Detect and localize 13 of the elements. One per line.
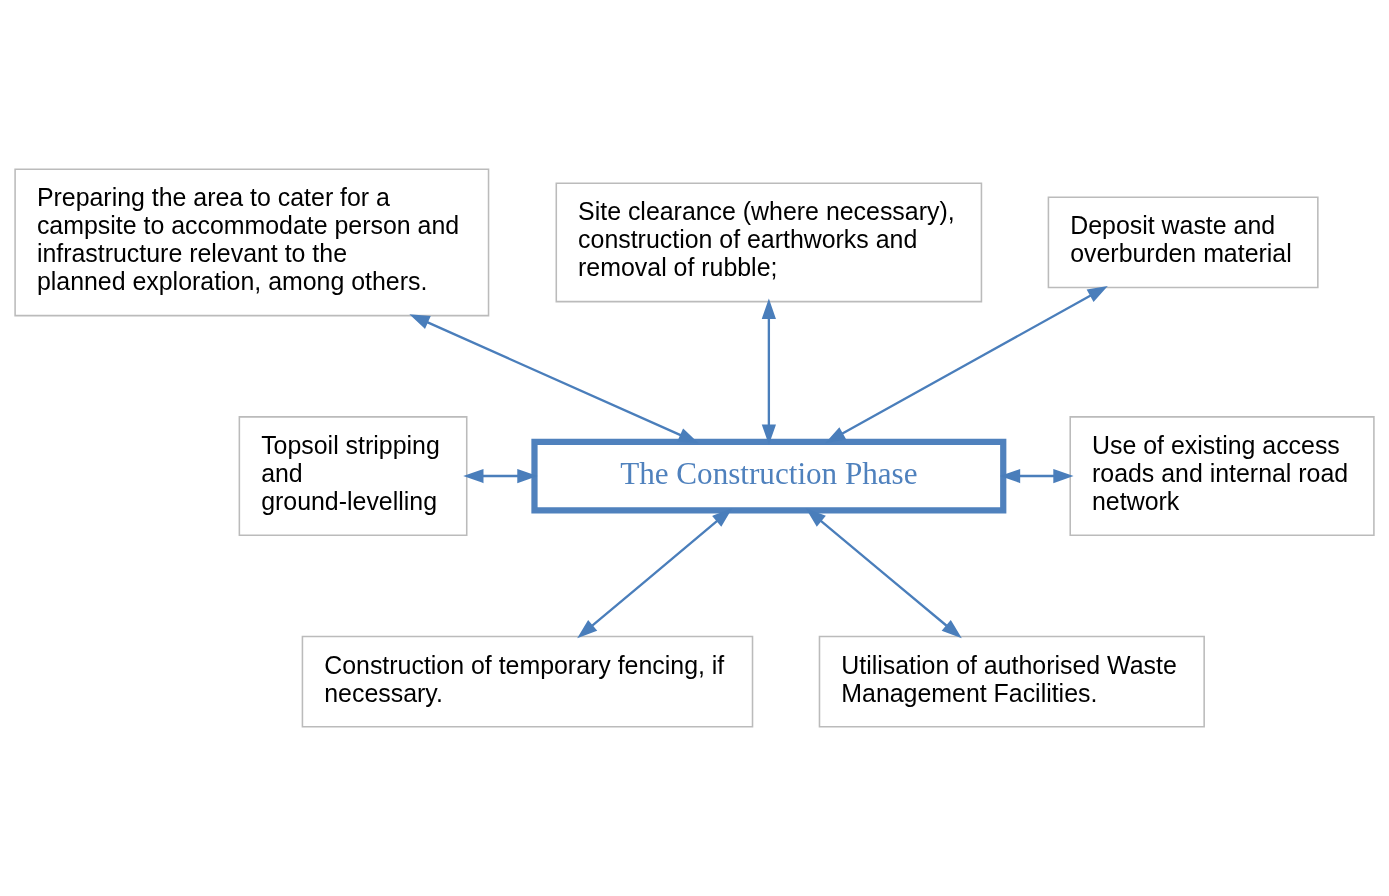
arrow (825, 285, 1108, 444)
arrow (999, 468, 1074, 484)
node-box: The Construction Phase (531, 438, 1007, 514)
arrow (463, 468, 538, 484)
arrow (761, 298, 776, 445)
node-box: Construction of temporary fencing, if necessary. (301, 635, 754, 728)
node-box: Topsoil stripping and ground-levelling (238, 416, 468, 536)
node-box: Preparing the area to cater for a campsite to accommodate person and infrastructure relevant to the planned exploration, among others. (14, 168, 490, 317)
node-box: Utilisation of authorised Waste Management Facilities. (818, 635, 1205, 728)
node-box: Site clearance (where necessary), construction of earthworks and removal of rubble; (555, 182, 983, 303)
arrow (577, 508, 733, 639)
node-box: Use of existing access roads and internal road network (1069, 416, 1375, 536)
node-box: Deposit waste and overburden material (1047, 196, 1319, 289)
